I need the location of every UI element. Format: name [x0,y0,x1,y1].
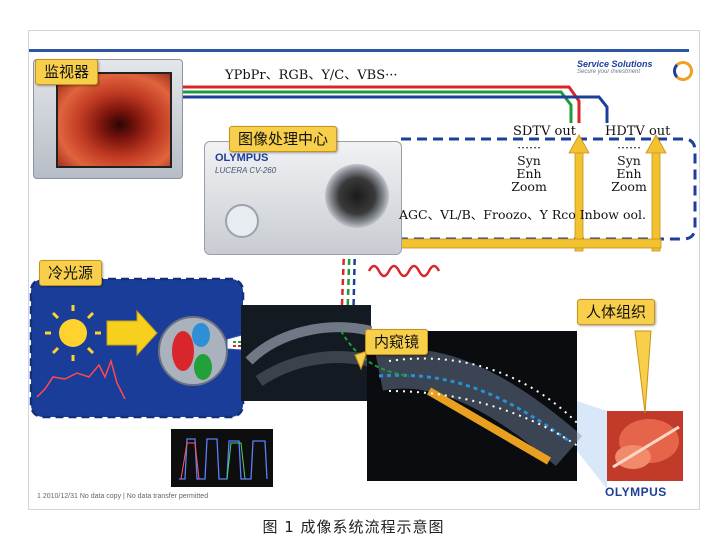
red-wave-signal [367,264,441,278]
sun-icon [45,305,101,361]
hdtv-enh: Enh [616,166,642,181]
processor-unit: OLYMPUS LUCERA CV-260 [204,141,402,255]
sdtv-syn: Syn [517,153,541,168]
sdtv-features: ······ Syn Enh Zoom [505,141,553,193]
processor-label: 图像处理中心 [229,126,338,152]
tissue-photo [607,411,683,481]
service-solutions-logo: Service Solutions Secure your investment [577,59,693,81]
light-arrow [106,309,158,357]
hdtv-arrow [645,134,667,252]
sdtv-arrow [568,134,590,252]
service-swirl-icon [673,61,693,81]
sdtv-enh: Enh [516,166,542,181]
monitor-label: 监视器 [35,59,99,85]
endoscope-signal-wire [340,330,410,377]
olympus-logo: OLYMPUS [605,485,667,499]
slide: OLYMPUS LUCERA CV-260 监视器 图像处理中心 冷光源 内窥镜… [28,30,700,510]
slide-footer: 1 2010/12/31 No data copy | No data tran… [37,493,209,500]
hdtv-output: HDTV out [605,124,671,139]
flow-diagram [29,85,697,489]
processor-lens-port [325,164,389,228]
sdtv-zoom: Zoom [511,179,547,194]
arrow-base [388,238,662,249]
processor-boundary [401,137,697,241]
hdtv-zoom: Zoom [611,179,647,194]
endoscope-label-pointer [354,350,368,371]
header-line [29,49,689,52]
signal-types: YPbPr、RGB、Y/C、VBS··· [225,68,398,83]
sdtv-output: SDTV out [513,124,576,139]
red-signal-line [179,85,581,123]
hdtv-features: ······ Syn Enh Zoom [605,141,653,193]
blue-signal-line [179,95,609,123]
tissue-label-pointer [634,330,652,414]
tissue-label: 人体组织 [577,299,656,325]
spectrum-chart [171,429,273,487]
monitor-screen [56,72,172,168]
filter-wheel-icon [158,316,228,386]
tissue-light-cone [577,401,607,489]
light-source-label: 冷光源 [39,260,103,286]
processing-functions: AGC、VL/B、Froozo、Y Rco Inbow ool. [399,207,646,222]
processor-power-button[interactable] [225,204,259,238]
sdtv-dots: ······ [517,140,541,155]
processor-model: LUCERA CV-260 [215,166,277,175]
spectrum-line [36,358,126,400]
endoscope-label: 内窥镜 [365,329,429,355]
hdtv-syn: Syn [617,153,641,168]
processor-brand: OLYMPUS [215,152,269,164]
service-title: Service Solutions [577,59,653,69]
service-subtitle: Secure your investment [577,69,641,75]
hdtv-dots: ······ [617,140,641,155]
figure-caption: 图 1 成像系统流程示意图 [262,518,445,536]
